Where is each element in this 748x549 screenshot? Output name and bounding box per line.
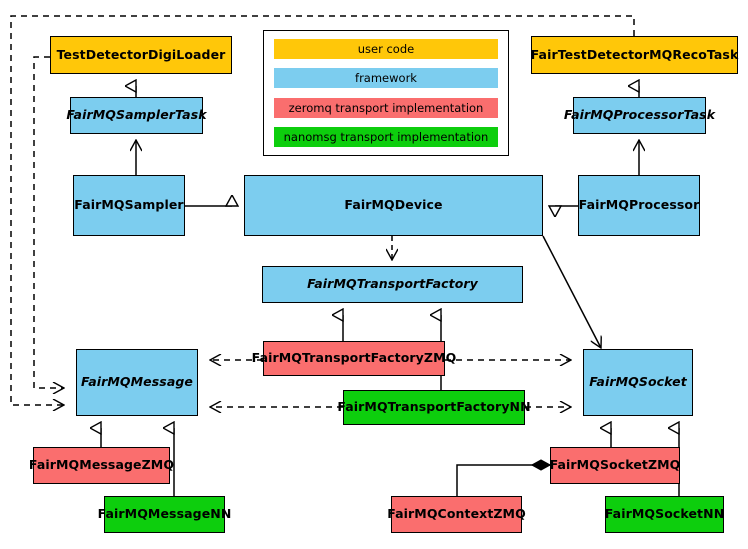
legend-item-nanomsg: nanomsg transport implementation bbox=[274, 126, 498, 147]
class-box-fairtestdetectormqrecotask[interactable]: FairTestDetectorMQRecoTask bbox=[531, 36, 738, 74]
class-box-fairmqsocket[interactable]: FairMQSocket bbox=[583, 349, 693, 416]
class-box-fairmqcontextzmq[interactable]: FairMQContextZMQ bbox=[387, 496, 526, 533]
class-box-fairmqsocketnn[interactable]: FairMQSocketNN bbox=[605, 496, 724, 533]
class-box-fairmqmessagenn[interactable]: FairMQMessageNN bbox=[98, 496, 231, 533]
class-box-fairmqmessage[interactable]: FairMQMessage bbox=[76, 349, 198, 416]
class-label: FairMQProcessorTask bbox=[563, 107, 716, 123]
class-label: FairMQProcessor bbox=[578, 197, 700, 213]
class-label: FairMQSocket bbox=[589, 374, 687, 390]
class-label: FairMQTransportFactory bbox=[307, 276, 478, 292]
edge-digiloader-to-message bbox=[33, 56, 64, 388]
class-label: FairMQMessage bbox=[80, 374, 193, 390]
class-label: FairTestDetectorMQRecoTask bbox=[530, 46, 739, 62]
class-box-fairmqdevice[interactable]: FairMQDevice bbox=[244, 175, 543, 236]
class-label: FairMQMessageZMQ bbox=[28, 457, 175, 473]
legend-label: framework bbox=[355, 71, 417, 86]
class-label: TestDetectorDigiLoader bbox=[56, 46, 226, 62]
legend-item-user-code: user code bbox=[274, 39, 498, 59]
class-box-testdetectordigiloader[interactable]: TestDetectorDigiLoader bbox=[50, 36, 232, 74]
class-box-fairmqtransportfactoryzmq[interactable]: FairMQTransportFactoryZMQ bbox=[252, 341, 456, 376]
legend-panel: user code framework zeromq transport imp… bbox=[263, 30, 509, 156]
class-label: FairMQSocketNN bbox=[604, 506, 725, 522]
class-label: FairMQDevice bbox=[344, 197, 443, 213]
class-box-fairmqsamplertask[interactable]: FairMQSamplerTask bbox=[66, 97, 207, 134]
class-box-fairmqsampler[interactable]: FairMQSampler bbox=[73, 175, 185, 236]
edge-contextzmq-to-socketzmq bbox=[456, 465, 550, 496]
class-box-fairmqprocessortask[interactable]: FairMQProcessorTask bbox=[564, 97, 715, 134]
class-label: FairMQContextZMQ bbox=[387, 506, 526, 522]
class-label: FairMQSamplerTask bbox=[66, 107, 207, 123]
class-label: FairMQSocketZMQ bbox=[549, 457, 681, 473]
class-box-fairmqtransportfactory[interactable]: FairMQTransportFactory bbox=[262, 266, 523, 303]
legend-label: zeromq transport implementation bbox=[288, 100, 484, 115]
class-label: FairMQSampler bbox=[74, 197, 184, 213]
class-box-fairmqprocessor[interactable]: FairMQProcessor bbox=[578, 175, 700, 236]
class-box-fairmqsocketzmq[interactable]: FairMQSocketZMQ bbox=[550, 447, 680, 484]
class-box-fairmqmessagezmq[interactable]: FairMQMessageZMQ bbox=[29, 447, 174, 484]
class-label: FairMQMessageNN bbox=[97, 506, 232, 522]
class-label: FairMQTransportFactoryZMQ bbox=[251, 350, 457, 366]
class-label: FairMQTransportFactoryNN bbox=[337, 399, 531, 415]
class-box-fairmqtransportfactorynn[interactable]: FairMQTransportFactoryNN bbox=[337, 390, 531, 425]
legend-label: nanomsg transport implementation bbox=[283, 129, 489, 144]
legend-item-zeromq: zeromq transport implementation bbox=[274, 97, 498, 118]
edge-device-to-socket bbox=[542, 235, 601, 348]
legend-label: user code bbox=[357, 42, 415, 56]
legend-item-framework: framework bbox=[274, 68, 498, 89]
